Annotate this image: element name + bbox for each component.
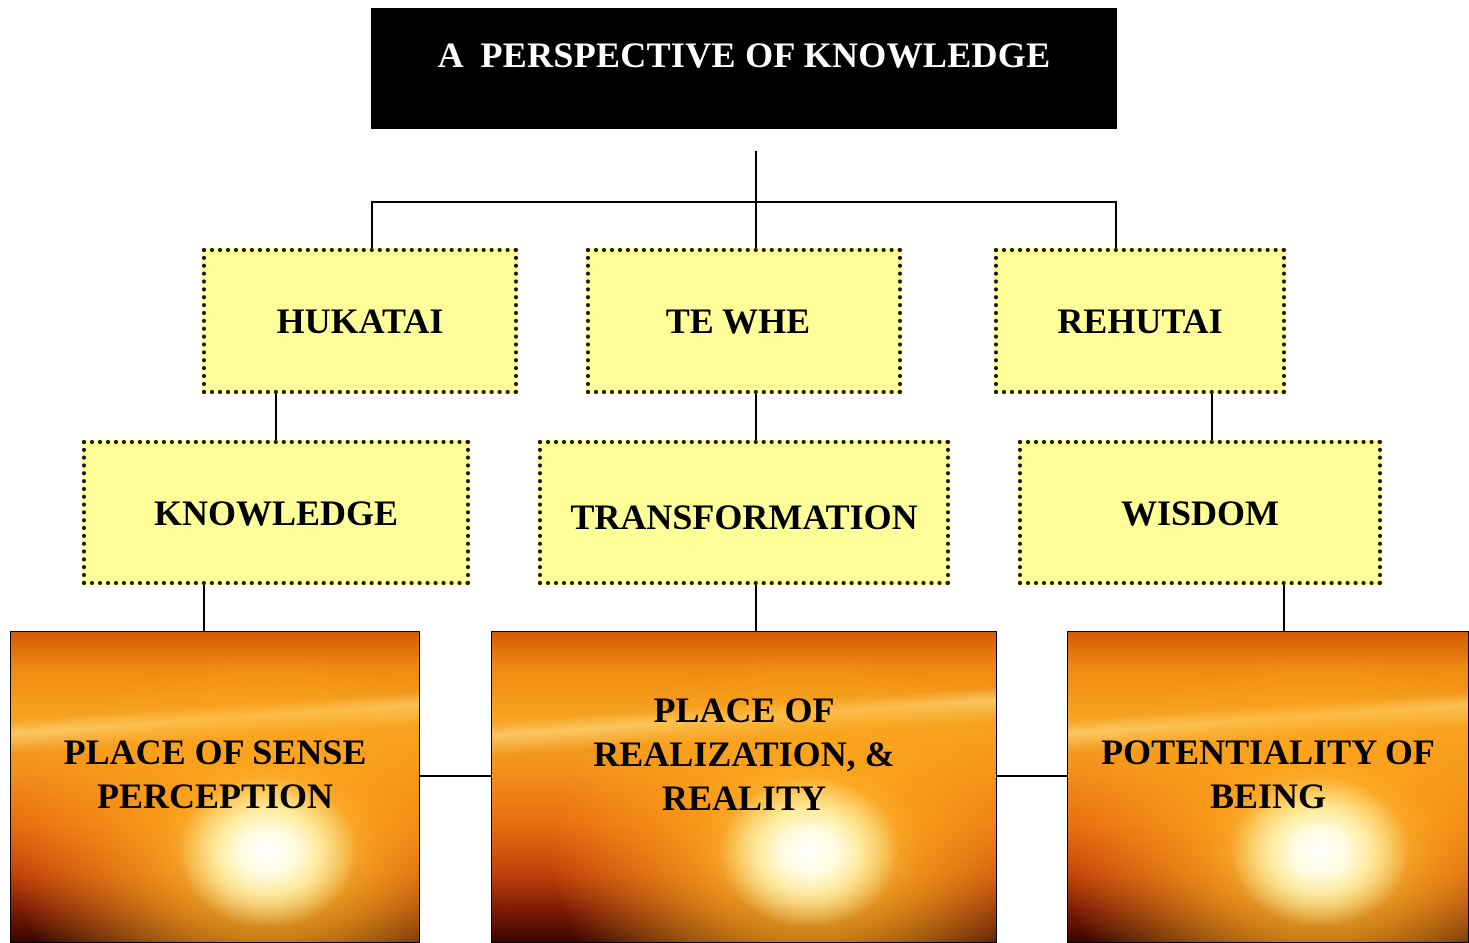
potentiality-line-2: BEING: [1209, 776, 1327, 816]
connector-wisdom-potentiality: [1283, 584, 1285, 632]
node-te-whe: TE WHE: [586, 248, 902, 394]
node-transformation: TRANSFORMATION: [538, 440, 950, 585]
realization-line-2: REALIZATION, &: [593, 734, 895, 774]
connector-horizontal-top: [371, 201, 1117, 203]
potentiality-line-1: POTENTIALITY OF: [1101, 732, 1435, 772]
node-knowledge: KNOWLEDGE: [82, 440, 470, 585]
node-wisdom: WISDOM: [1018, 440, 1382, 585]
diagram-title: A PERSPECTIVE OF KNOWLEDGE: [437, 35, 1051, 75]
connector-transformation-realization: [755, 584, 757, 632]
realization-line-1: PLACE OF: [653, 690, 835, 730]
node-place-of-sense-perception: PLACE OF SENSE PERCEPTION: [10, 631, 420, 943]
node-rehutai-label: REHUTAI: [1057, 301, 1223, 341]
node-place-of-realization: PLACE OF REALIZATION, & REALITY: [491, 631, 997, 943]
node-hukatai: HUKATAI: [202, 248, 518, 394]
node-wisdom-label: WISDOM: [1120, 492, 1279, 533]
connector-hukatai-knowledge: [275, 393, 277, 441]
connector-to-te-whe: [755, 201, 757, 249]
node-potentiality-of-being: POTENTIALITY OF BEING: [1067, 631, 1469, 943]
node-hukatai-label: HUKATAI: [276, 301, 444, 341]
node-rehutai: REHUTAI: [994, 248, 1286, 394]
connector-to-rehutai: [1115, 201, 1117, 249]
node-place-of-sense-perception-text: PLACE OF SENSE PERCEPTION: [11, 730, 419, 818]
node-knowledge-label: KNOWLEDGE: [153, 492, 399, 533]
connector-rehutai-wisdom: [1211, 393, 1213, 441]
connector-knowledge-sense: [203, 584, 205, 632]
diagram-title-box: A PERSPECTIVE OF KNOWLEDGE: [371, 8, 1117, 129]
connector-to-hukatai: [371, 201, 373, 249]
node-te-whe-label: TE WHE: [665, 301, 811, 341]
connector-sense-realization: [419, 775, 492, 777]
node-place-of-realization-text: PLACE OF REALIZATION, & REALITY: [492, 688, 996, 820]
node-transformation-label: TRANSFORMATION: [570, 496, 918, 537]
connector-realization-potentiality: [995, 775, 1068, 777]
realization-line-3: REALITY: [661, 778, 827, 818]
sense-line-2: PERCEPTION: [96, 776, 334, 816]
node-potentiality-of-being-text: POTENTIALITY OF BEING: [1068, 730, 1468, 818]
sense-line-1: PLACE OF SENSE: [63, 732, 367, 772]
connector-te-whe-transformation: [755, 393, 757, 441]
connector-title-down: [755, 151, 757, 203]
